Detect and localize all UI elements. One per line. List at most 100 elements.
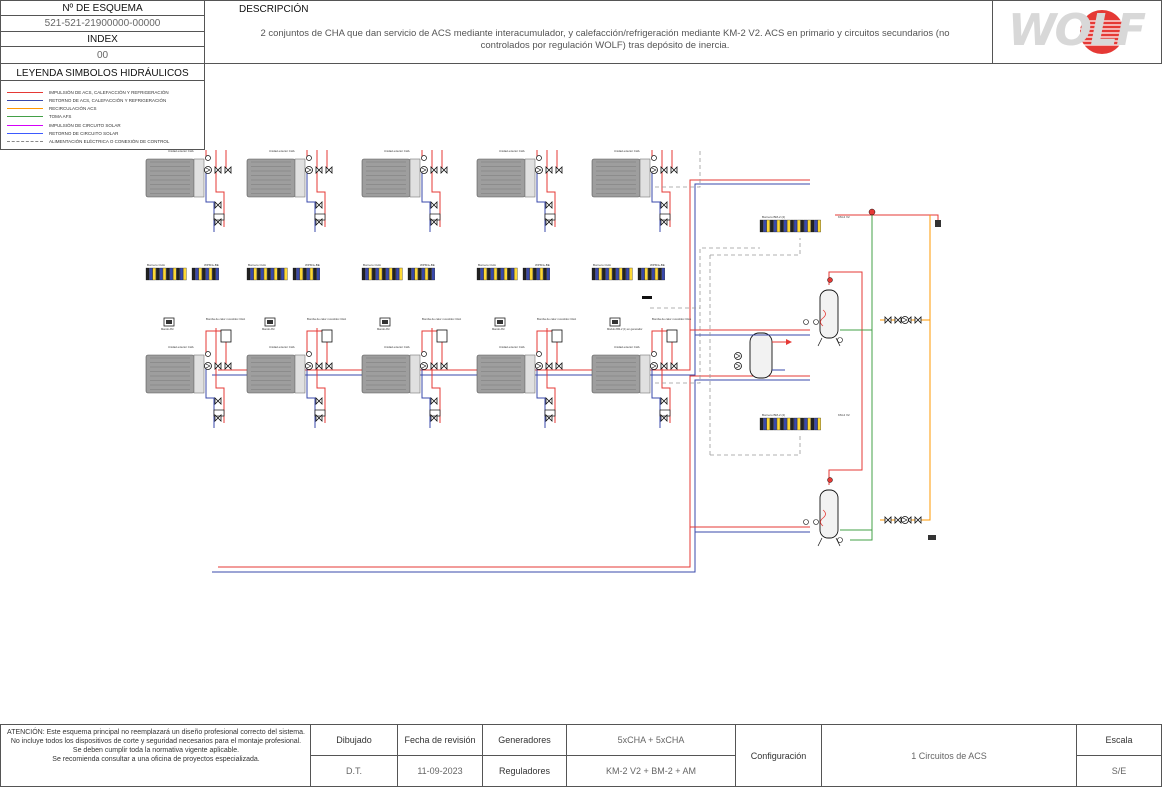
sensor xyxy=(803,519,809,525)
safety-valve xyxy=(544,213,556,221)
terminal-slot xyxy=(280,267,285,281)
bornero-cha-strip xyxy=(591,267,633,281)
outdoor-unit-panel xyxy=(294,354,306,394)
terminal-slot xyxy=(539,267,544,281)
reguladores-label-cell: Reguladores xyxy=(482,755,567,787)
ball-valve xyxy=(555,362,563,370)
terminal-slot xyxy=(389,267,393,281)
terminal-slot xyxy=(274,267,278,281)
ball-valve xyxy=(440,362,448,370)
terminal-slot xyxy=(780,219,784,233)
outdoor-unit-panel xyxy=(639,354,651,394)
terminal-slot xyxy=(529,267,533,281)
outdoor-unit xyxy=(591,354,641,394)
pump-arrow xyxy=(421,363,427,369)
wpm-label: WPM1+BE xyxy=(420,263,435,267)
terminal-slot xyxy=(292,267,297,281)
recirculation-line xyxy=(880,320,931,521)
ball-valve xyxy=(430,362,438,370)
ball-valve xyxy=(214,166,222,174)
scheme-number: 521-521-21900000-00000 xyxy=(44,18,161,29)
terminal-slot xyxy=(260,267,264,281)
terminal-slot xyxy=(595,267,599,281)
terminal-slot xyxy=(776,417,781,431)
expansion-tank xyxy=(220,329,232,343)
unidad-exterior-label: Unidad exterior CHA xyxy=(384,150,410,153)
terminal-slot xyxy=(605,267,609,281)
terminal-slot xyxy=(299,267,303,281)
drain-valve xyxy=(315,414,323,422)
return-riser xyxy=(536,368,546,428)
terminal-slot xyxy=(418,267,422,281)
supply-riser xyxy=(546,150,556,227)
terminal-slot xyxy=(814,417,818,431)
ball-valve xyxy=(224,166,232,174)
scheme-number-label-cell: Nº DE ESQUEMA xyxy=(0,0,205,16)
expansion-tank xyxy=(551,329,563,343)
ball-valve xyxy=(214,362,222,370)
terminal-slot xyxy=(793,219,798,233)
safety-valve xyxy=(659,213,671,221)
terminal-slot xyxy=(591,267,596,281)
warning-text: ATENCIÓN: Este esquema principal no reem… xyxy=(3,728,309,764)
terminal-slot xyxy=(598,267,602,281)
wolf-logo-graphic xyxy=(1080,10,1124,54)
safety-valve xyxy=(827,277,833,283)
terminal-slot xyxy=(602,267,606,281)
terminal-slot xyxy=(385,267,389,281)
dibujado-value: D.T. xyxy=(345,766,362,776)
legend-title-cell: LEYENDA SIMBOLOS HIDRÁULICOS xyxy=(1,66,204,81)
manometer xyxy=(536,351,542,357)
recirc-valve xyxy=(884,316,892,324)
bomba-label: Bomba de calor monobloc CHA xyxy=(537,317,576,321)
wpm-label: WPM1+BE xyxy=(650,263,665,267)
description-label: DESCRIPCIÓN xyxy=(239,4,309,15)
index-value: 00 xyxy=(96,49,109,61)
hydraulic-diagram: Bornero CHA WPM1+BE Mando AM Bomba de calor… xyxy=(145,150,941,573)
expansion-tank xyxy=(321,329,333,343)
mando-am-label: Mando AM xyxy=(161,327,173,331)
ball-valve xyxy=(660,362,668,370)
terminal-slot xyxy=(166,267,170,281)
wpm-strip xyxy=(191,267,219,281)
supply-riser xyxy=(316,328,326,423)
terminal-slot xyxy=(205,267,209,281)
escala-value-cell: S/E xyxy=(1076,755,1162,787)
terminal-slot xyxy=(776,219,781,233)
fecha-value: 11-09-2023 xyxy=(417,766,463,776)
drain-valve xyxy=(660,397,668,405)
ball-valve xyxy=(325,166,333,174)
terminal-slot xyxy=(493,267,498,281)
legend-label: ALIMENTACIÓN ELÉCTRICA O CONEXIÓN DE CON… xyxy=(49,139,170,145)
drain-valve xyxy=(315,201,323,209)
manometer xyxy=(651,351,657,357)
scheme-number-cell: 521-521-21900000-00000 xyxy=(0,15,205,32)
modulo-bm2-block xyxy=(642,296,652,299)
drain-valve xyxy=(545,414,553,422)
escala-label-cell: Escala xyxy=(1076,724,1162,756)
terminal-slot xyxy=(392,267,396,281)
terminal-slot xyxy=(191,267,196,281)
terminal-slot xyxy=(253,267,257,281)
terminal-slot xyxy=(787,219,791,233)
mando-am-label: Mando AM xyxy=(262,327,274,331)
terminal-slot xyxy=(810,219,815,233)
supply-riser xyxy=(316,150,326,227)
outdoor-unit xyxy=(476,354,526,394)
bornero-cha-label: Bornero CHA xyxy=(248,263,266,267)
mando-am-screen xyxy=(267,320,273,324)
legend-line-swatch xyxy=(7,99,43,101)
legend-label: RETORNO DE ACS, CALEFACCIÓN Y REFRIGERAC… xyxy=(49,97,167,103)
terminal-slot xyxy=(198,267,202,281)
terminal-slot xyxy=(522,267,527,281)
outdoor-unit xyxy=(145,158,195,198)
terminal-slot xyxy=(780,417,784,431)
terminal-slot xyxy=(766,417,770,431)
terminal-slot xyxy=(277,267,281,281)
buffer-tank xyxy=(749,332,773,379)
manometer xyxy=(205,155,211,161)
configuracion-value: 1 Circuitos de ACS xyxy=(911,750,987,761)
sensor xyxy=(837,537,843,543)
terminal-slot xyxy=(536,267,540,281)
drain-valve xyxy=(545,201,553,209)
